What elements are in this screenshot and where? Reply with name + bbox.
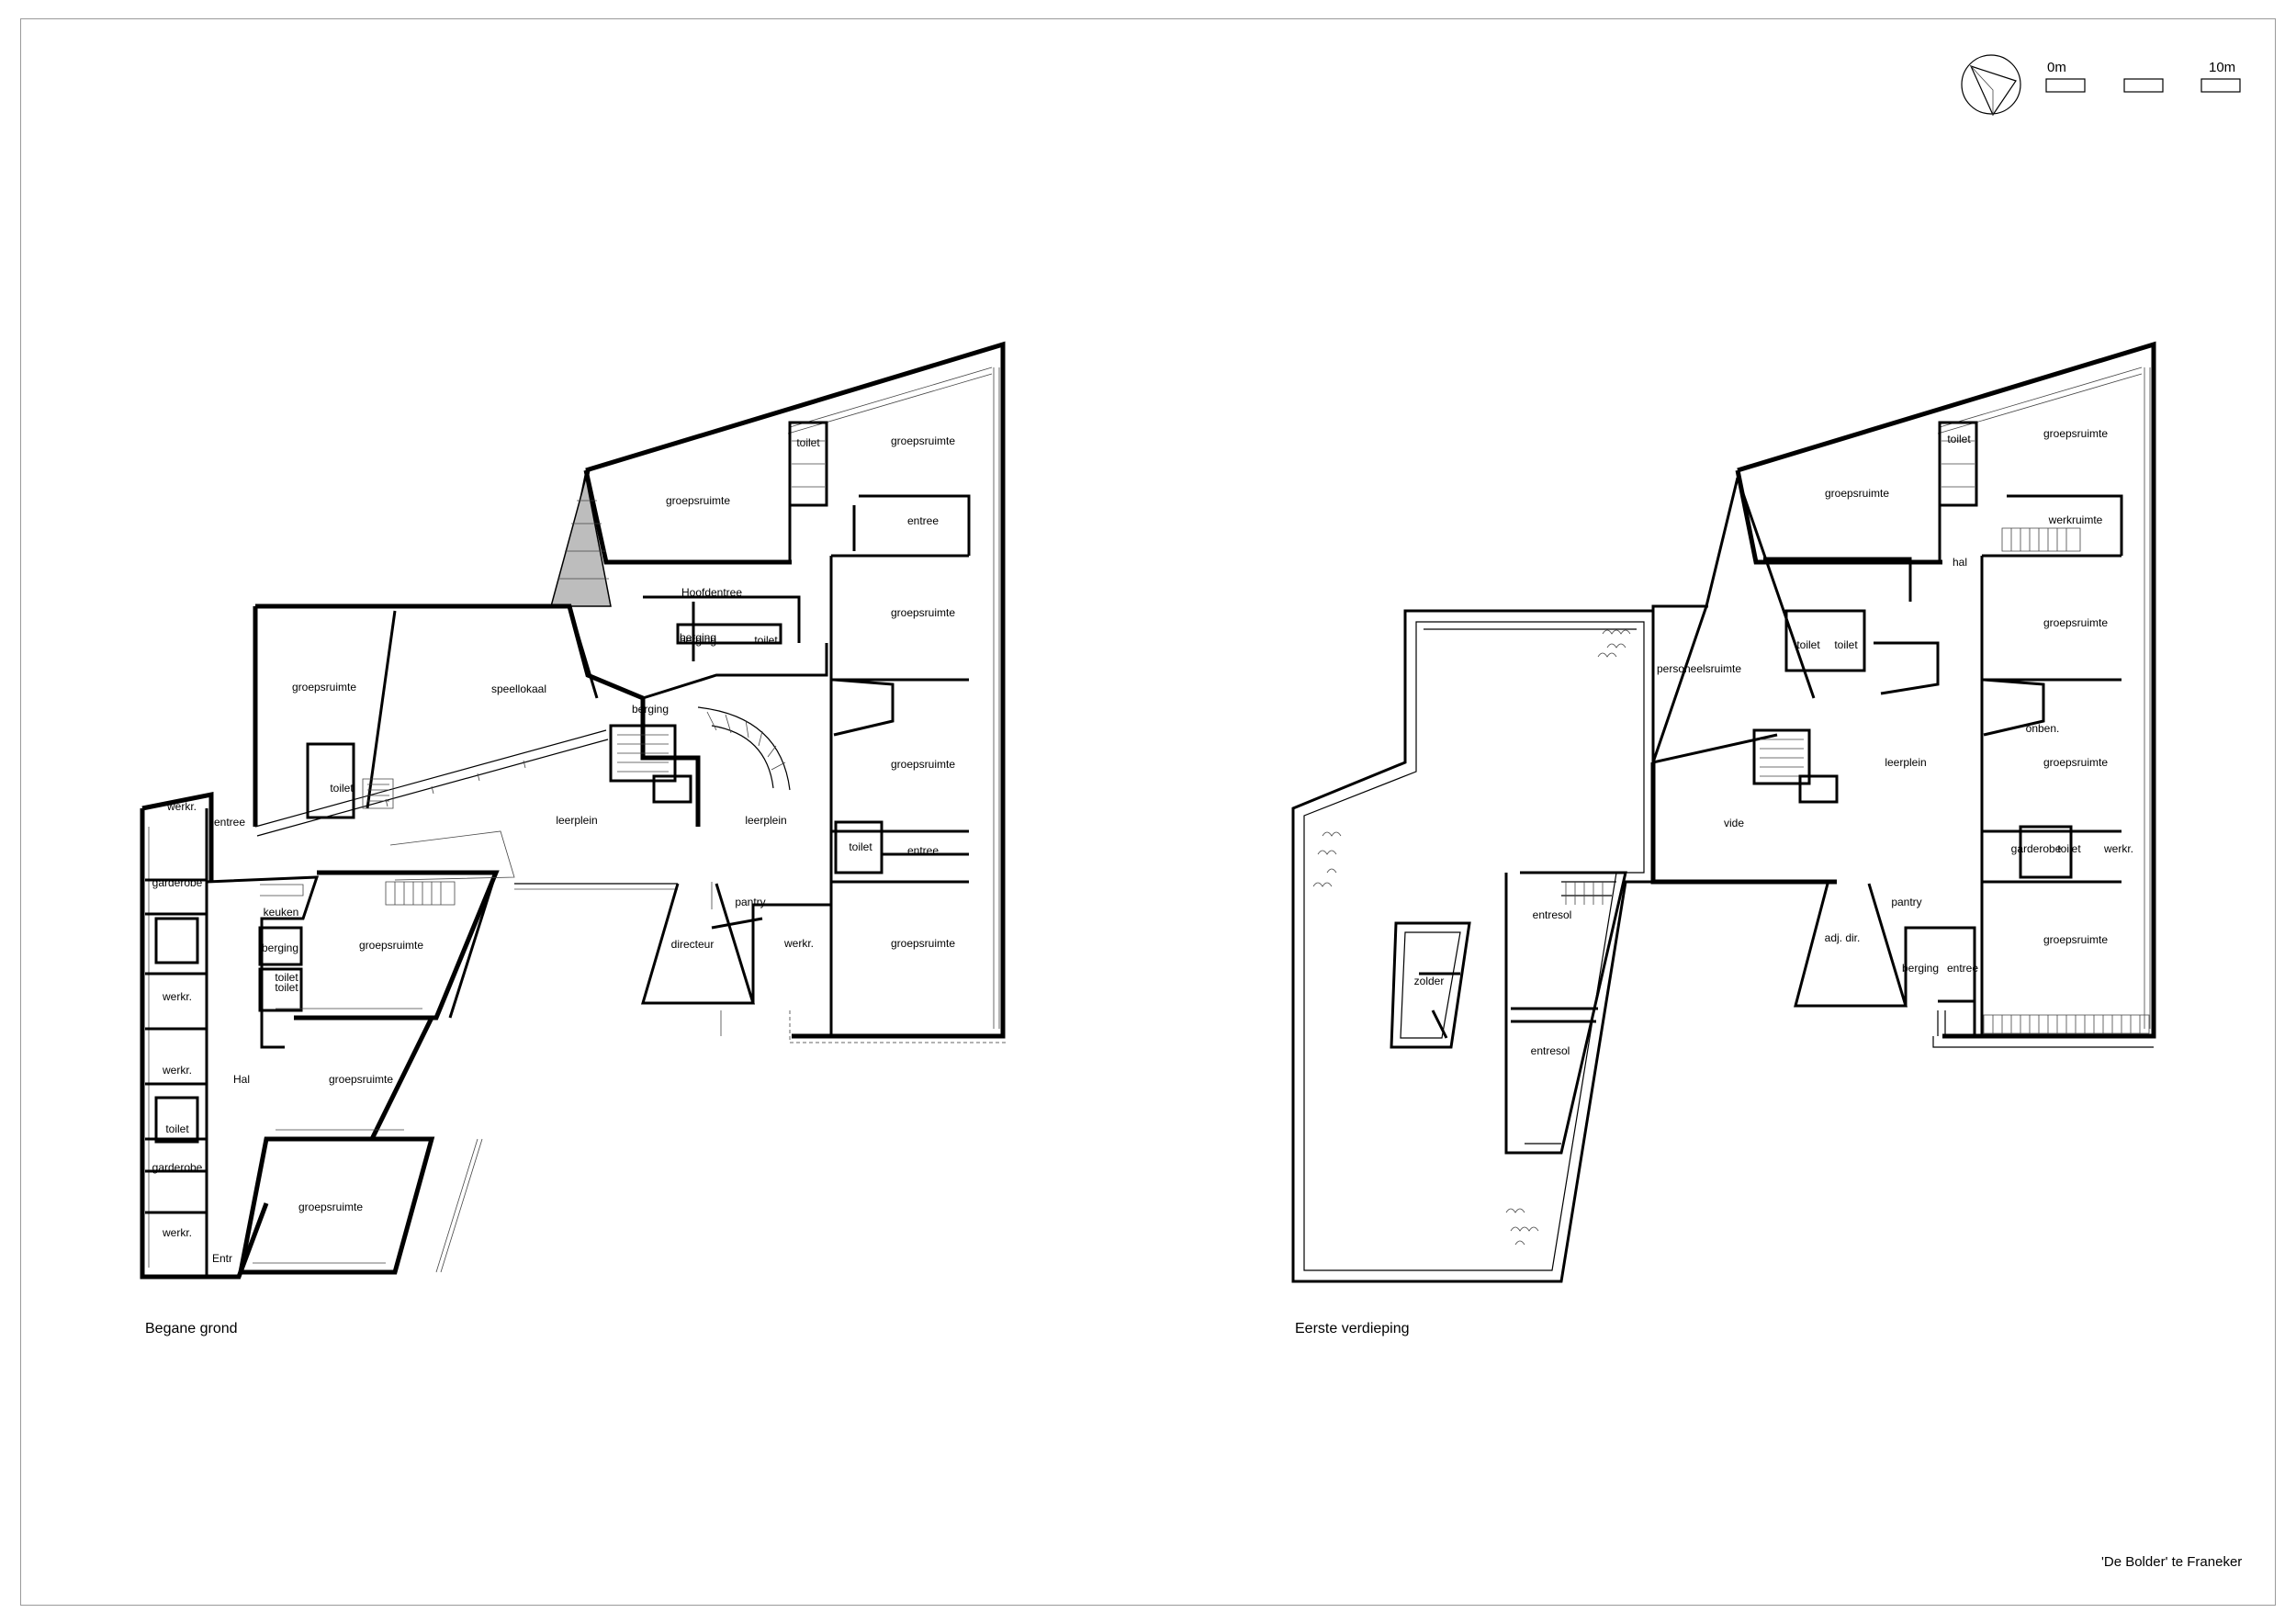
room-label: werkr. <box>783 937 815 950</box>
room-label: groepsruimte <box>665 494 731 507</box>
room-label: keuken <box>263 906 299 919</box>
room-label: entresol <box>1530 1044 1570 1057</box>
room-label: garderobe <box>152 1161 203 1174</box>
room-label: groepsruimte <box>291 681 357 694</box>
room-label: groepsruimte <box>890 606 956 619</box>
room-label: groepsruimte <box>2043 933 2109 946</box>
room-label: berging <box>1901 962 1940 975</box>
room-label: garderobe <box>2010 842 2062 855</box>
room-label: berging <box>679 631 717 644</box>
room-label: Hal <box>232 1073 251 1086</box>
room-label: garderobe <box>152 876 203 889</box>
room-label: berging <box>679 634 717 647</box>
room-label: berging <box>261 942 299 954</box>
room-label: groepsruimte <box>2043 616 2109 629</box>
room-label: pantry <box>1891 896 1922 908</box>
room-label: toilet <box>1796 638 1820 651</box>
room-label: groepsruimte <box>358 939 424 952</box>
room-label: berging <box>631 703 670 716</box>
scale-end-label: 10m <box>2209 60 2235 75</box>
room-label: toilet <box>275 971 298 984</box>
plan-caption-begane-grond: Begane grond <box>145 1321 238 1336</box>
room-label: werkr. <box>2103 842 2134 855</box>
room-label: entree <box>906 844 940 857</box>
plan-caption-eerste-verdieping: Eerste verdieping <box>1295 1321 1410 1336</box>
room-label: directeur <box>670 938 715 951</box>
room-label: Entr <box>211 1252 233 1265</box>
room-label: pantry <box>735 896 766 908</box>
room-label: groepsruimte <box>890 434 956 447</box>
scale-bar: 0m 10m <box>2045 60 2241 93</box>
room-label: werkr. <box>162 1226 193 1239</box>
plan-begane-grond <box>140 341 1006 1280</box>
room-label: groepsruimte <box>890 937 956 950</box>
room-label: toilet <box>330 782 354 795</box>
room-label: groepsruimte <box>298 1201 364 1213</box>
north-arrow-icon <box>1961 54 2021 117</box>
room-label: personeelsruimte <box>1656 662 1742 675</box>
room-label: toilet <box>796 436 820 449</box>
room-label: toilet <box>2057 842 2081 855</box>
room-label: entree <box>213 816 246 829</box>
room-label: adj. dir. <box>1824 931 1861 944</box>
room-label: werkr. <box>162 1064 193 1077</box>
room-label: groepsruimte <box>328 1073 394 1086</box>
room-label: toilet <box>275 981 298 994</box>
room-label: groepsruimte <box>890 758 956 771</box>
room-label: Hoofdentree <box>681 586 743 599</box>
room-label: groepsruimte <box>1824 487 1890 500</box>
room-label: toilet <box>754 634 778 647</box>
plan-eerste-verdieping <box>1291 341 2156 1283</box>
sheet-title: 'De Bolder' te Franeker <box>2101 1554 2243 1570</box>
room-label: werkr. <box>162 990 193 1003</box>
room-label: leerplein <box>556 814 598 827</box>
room-label: toilet <box>165 1122 189 1135</box>
room-label: werkruimte <box>2048 513 2103 526</box>
room-label: speellokaal <box>490 682 547 695</box>
drawing-sheet-border <box>20 18 2276 1606</box>
room-label: groepsruimte <box>2043 756 2109 769</box>
room-label: toilet <box>849 840 872 853</box>
room-label: entresol <box>1532 908 1572 921</box>
room-label: leerplein <box>1885 756 1927 769</box>
room-label: hal <box>1952 556 1968 569</box>
room-label: entree <box>1946 962 1979 975</box>
room-label: leerplein <box>745 814 787 827</box>
room-label: toilet <box>1834 638 1858 651</box>
room-label: groepsruimte <box>2043 427 2109 440</box>
room-label: entree <box>906 514 940 527</box>
room-label: vide <box>1723 817 1745 829</box>
room-label: toilet <box>1947 433 1971 445</box>
room-label: zolder <box>1413 975 1445 987</box>
scale-start-label: 0m <box>2047 60 2066 75</box>
room-label: werkr. <box>166 800 197 813</box>
room-label: onben. <box>2025 722 2060 735</box>
